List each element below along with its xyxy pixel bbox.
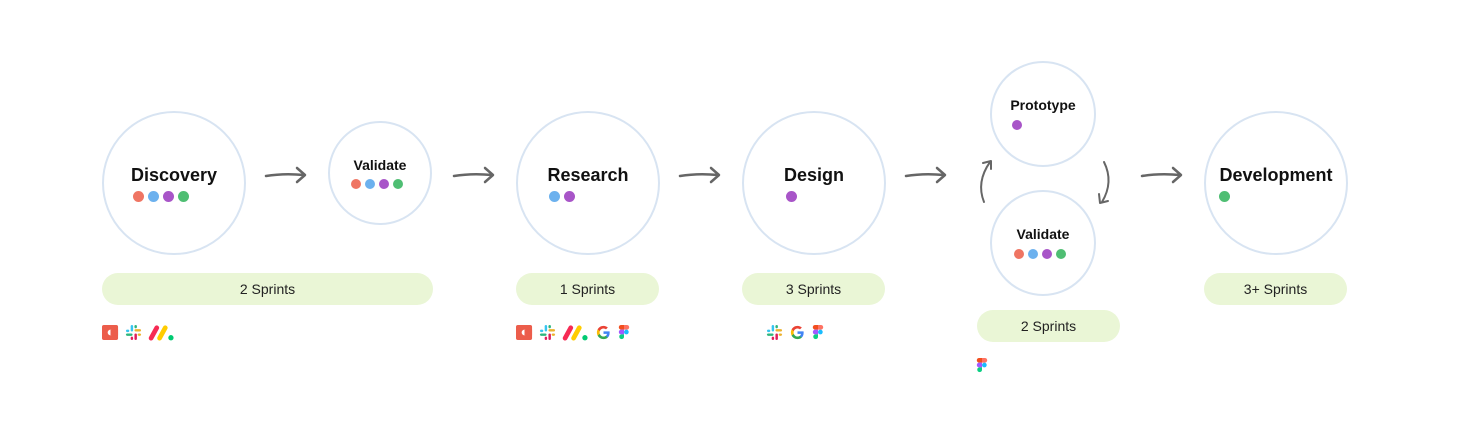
toggl-icon	[516, 324, 533, 341]
dot-green	[393, 179, 403, 189]
stage-development: Development	[1204, 111, 1348, 255]
arrow-right-icon	[678, 166, 721, 184]
arrow-right-icon	[264, 166, 307, 184]
arrow-right-icon	[452, 166, 495, 184]
stage-dots-prototype	[1012, 120, 1022, 130]
google-icon	[596, 325, 610, 340]
dot-blue	[365, 179, 375, 189]
dot-green	[1219, 191, 1230, 202]
arrow-right-icon	[904, 166, 947, 184]
stage-research: Research	[516, 111, 660, 255]
figma-icon	[812, 324, 824, 340]
stage-dots-discovery	[133, 191, 189, 202]
slack-icon	[766, 324, 783, 341]
figma-icon	[618, 324, 630, 340]
dot-purple	[1042, 249, 1052, 259]
tools-discovery	[102, 324, 175, 341]
stage-dots-research	[549, 191, 575, 202]
stage-title-discovery: Discovery	[130, 165, 218, 185]
dot-blue	[549, 191, 560, 202]
stage-design: Design	[742, 111, 886, 255]
stage-title-prototype: Prototype	[1010, 97, 1076, 113]
slack-icon	[125, 324, 142, 341]
cycle-arrow-down-icon	[1098, 161, 1110, 204]
monday-icon	[148, 325, 174, 341]
stage-title-validate: Validate	[353, 157, 407, 173]
slack-icon	[539, 324, 556, 341]
dot-purple	[163, 191, 174, 202]
dot-blue	[148, 191, 159, 202]
stage-discovery: Discovery	[102, 111, 246, 255]
tools-design	[766, 324, 824, 341]
tools-research	[516, 324, 630, 341]
dot-red	[351, 179, 361, 189]
stage-validate: Validate	[328, 121, 432, 225]
sprint-badge-research: 1 Sprints	[516, 273, 659, 305]
dot-red	[1014, 249, 1024, 259]
toggl-icon	[102, 324, 119, 341]
dot-green	[1056, 249, 1066, 259]
dot-purple	[1012, 120, 1022, 130]
tools-prototype	[976, 357, 988, 374]
stage-dots-validate	[351, 179, 403, 189]
dot-green	[178, 191, 189, 202]
sprint-badge-discovery: 2 Sprints	[102, 273, 433, 305]
stage-dots-validate-2	[1014, 249, 1066, 259]
google-icon	[790, 325, 804, 340]
dot-purple	[786, 191, 797, 202]
figma-icon	[976, 357, 988, 373]
stage-title-development: Development	[1219, 165, 1333, 185]
dot-red	[133, 191, 144, 202]
arrow-right-icon	[1140, 166, 1183, 184]
sprint-badge-development: 3+ Sprints	[1204, 273, 1347, 305]
stage-validate-2: Validate	[990, 190, 1096, 296]
stage-dots-development	[1219, 191, 1230, 202]
stage-title-research: Research	[547, 165, 629, 185]
stage-title-design: Design	[783, 165, 844, 185]
monday-icon	[562, 325, 588, 341]
stage-title-validate-2: Validate	[1016, 226, 1070, 242]
stage-dots-design	[786, 191, 797, 202]
sprint-badge-design: 3 Sprints	[742, 273, 885, 305]
dot-blue	[1028, 249, 1038, 259]
stage-prototype: Prototype	[990, 61, 1096, 167]
sprint-badge-prototype: 2 Sprints	[977, 310, 1120, 342]
dot-purple	[564, 191, 575, 202]
cycle-arrow-up-icon	[980, 160, 992, 203]
dot-purple	[379, 179, 389, 189]
